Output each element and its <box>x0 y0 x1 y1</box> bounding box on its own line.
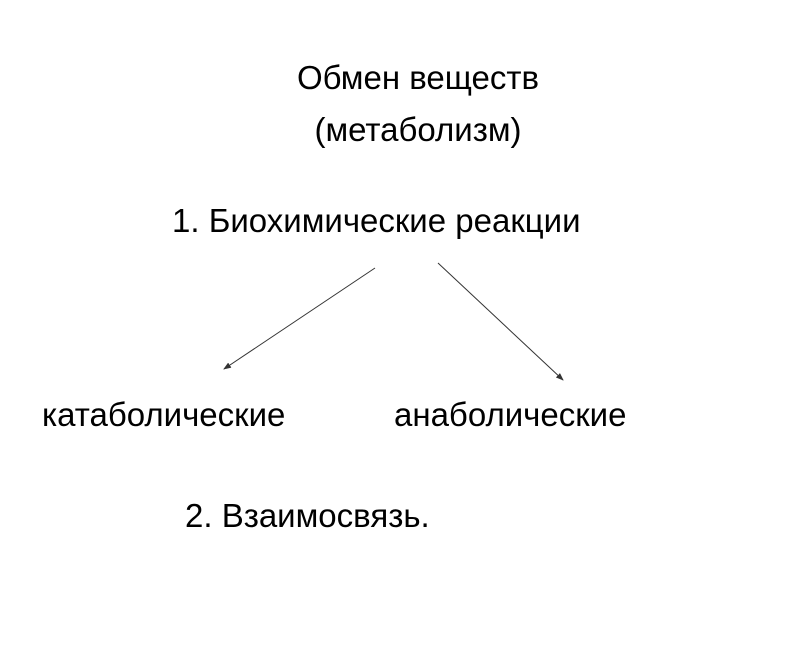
title-line-1: Обмен веществ <box>296 59 540 96</box>
item-interrelation: 2. Взаимосвязь. <box>185 497 430 534</box>
arrow-to-catabolic <box>223 267 376 370</box>
item-biochemical-reactions: 1. Биохимические реакции <box>172 202 581 239</box>
branch-anabolic: анаболические <box>394 396 627 433</box>
branch-catabolic: катаболические <box>42 396 286 433</box>
arrow-to-anabolic <box>437 262 564 381</box>
title-line-2: (метаболизм) <box>314 111 522 148</box>
